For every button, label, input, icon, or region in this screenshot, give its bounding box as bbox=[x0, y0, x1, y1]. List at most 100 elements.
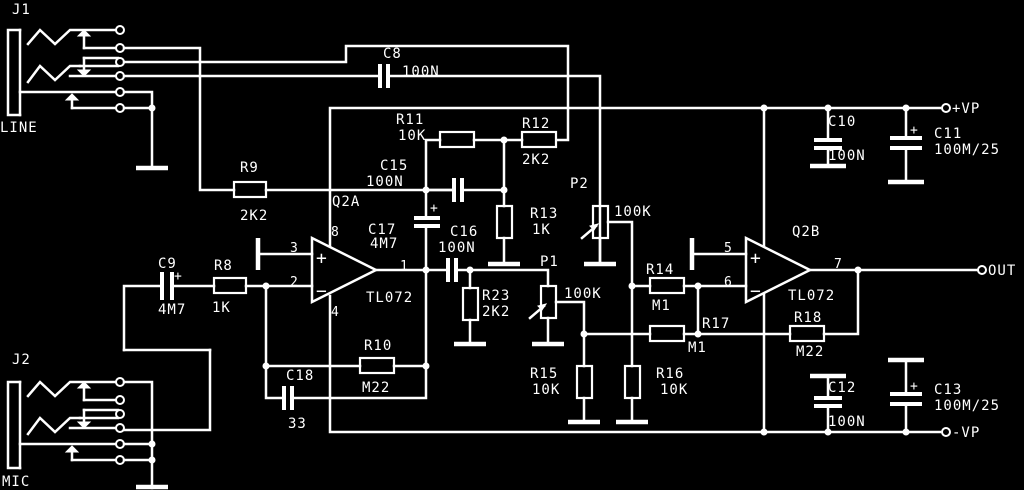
capacitor-c18: C18 33 bbox=[264, 364, 428, 432]
value-c9: 4M7 bbox=[158, 302, 186, 318]
resistor-r12: R12 2K2 bbox=[520, 116, 558, 168]
value-r17: M1 bbox=[688, 340, 707, 356]
pin-q2b-6: 6 bbox=[724, 275, 733, 290]
value-p2: 100K bbox=[614, 204, 652, 220]
label-vp-neg: -VP bbox=[952, 425, 980, 441]
svg-text:+: + bbox=[910, 123, 919, 138]
label-out: OUT bbox=[988, 263, 1016, 279]
ref-q2b: Q2B bbox=[792, 224, 820, 240]
value-r16: 10K bbox=[660, 382, 688, 398]
pin-q2a-4: 4 bbox=[331, 305, 340, 320]
part-q2a: TL072 bbox=[366, 290, 413, 306]
ref-r18: R18 bbox=[794, 310, 822, 326]
ref-r10: R10 bbox=[364, 338, 392, 354]
value-r18: M22 bbox=[796, 344, 824, 360]
pin-q2b-7: 7 bbox=[834, 257, 843, 272]
opamp-q2a: + − Q2A TL072 3 2 1 8 4 bbox=[290, 194, 413, 320]
label-vp-pos: +VP bbox=[952, 101, 980, 117]
ref-c18: C18 bbox=[286, 368, 314, 384]
svg-text:+: + bbox=[316, 248, 328, 269]
resistor-r8: R8 1K bbox=[212, 258, 270, 316]
value-c10: 100N bbox=[828, 148, 866, 164]
label-mic: MIC bbox=[2, 474, 30, 490]
resistor-r9: R9 2K2 bbox=[232, 160, 454, 224]
opamp-q2b: + − Q2B TL072 5 6 7 bbox=[724, 224, 843, 305]
svg-text:−: − bbox=[316, 281, 328, 302]
ref-c8: C8 bbox=[383, 46, 402, 62]
jack-j2: J2 MIC bbox=[2, 352, 125, 490]
value-c13: 100M/25 bbox=[934, 398, 1000, 414]
resistor-r23: R23 2K2 bbox=[454, 268, 510, 347]
resistor-r13: R13 1K bbox=[488, 204, 558, 267]
potentiometer-p1: P1 100K bbox=[528, 254, 602, 347]
jack-j1: J1 LINE bbox=[0, 2, 125, 136]
resistor-r11: R11 10K bbox=[396, 112, 524, 192]
part-q2b: TL072 bbox=[788, 288, 835, 304]
label-j2: J2 bbox=[12, 352, 31, 368]
ref-r9: R9 bbox=[240, 160, 259, 176]
value-c15: 100N bbox=[366, 174, 404, 190]
value-r14: M1 bbox=[652, 298, 671, 314]
resistor-r18: R18 M22 bbox=[696, 268, 860, 360]
resistor-r17: R17 M1 bbox=[582, 284, 730, 356]
ref-r17: R17 bbox=[702, 316, 730, 332]
capacitor-c10: C10 100N bbox=[810, 104, 866, 169]
ref-c9: C9 bbox=[158, 256, 177, 272]
capacitor-c11: + C11 100M/25 bbox=[888, 104, 1000, 185]
capacitor-c17: + C17 4M7 bbox=[368, 188, 440, 272]
capacitor-c16: C16 100N bbox=[438, 224, 550, 288]
value-r13: 1K bbox=[532, 222, 551, 238]
svg-text:+: + bbox=[750, 248, 762, 269]
ref-q2a: Q2A bbox=[332, 194, 360, 210]
value-r8: 1K bbox=[212, 300, 231, 316]
capacitor-c8: C8 100N bbox=[122, 46, 602, 264]
pin-q2a-1: 1 bbox=[400, 259, 409, 274]
ref-c16: C16 bbox=[450, 224, 478, 240]
resistor-r10: R10 M22 bbox=[358, 268, 430, 396]
ref-r15: R15 bbox=[530, 366, 558, 382]
value-c18: 33 bbox=[288, 416, 307, 432]
ref-p2: P2 bbox=[570, 176, 589, 192]
value-c8: 100N bbox=[402, 64, 440, 80]
ref-c13: C13 bbox=[934, 382, 962, 398]
ref-c17: C17 bbox=[368, 222, 396, 238]
ref-p1: P1 bbox=[540, 254, 559, 270]
ref-r23: R23 bbox=[482, 288, 510, 304]
ref-r12: R12 bbox=[522, 116, 550, 132]
ref-c11: C11 bbox=[934, 126, 962, 142]
ref-r8: R8 bbox=[214, 258, 233, 274]
value-r15: 10K bbox=[532, 382, 560, 398]
ref-c15: C15 bbox=[380, 158, 408, 174]
value-c11: 100M/25 bbox=[934, 142, 1000, 158]
label-j1: J1 bbox=[12, 2, 31, 18]
resistor-r15: R15 10K bbox=[530, 332, 600, 425]
ref-r16: R16 bbox=[656, 366, 684, 382]
potentiometer-p2: P2 100K bbox=[570, 176, 652, 288]
value-r11: 10K bbox=[398, 128, 426, 144]
pin-q2a-3: 3 bbox=[290, 241, 299, 256]
capacitor-c13: + C13 100M/25 bbox=[888, 357, 1000, 436]
value-r23: 2K2 bbox=[482, 304, 510, 320]
svg-text:+: + bbox=[910, 379, 919, 394]
pin-q2a-8: 8 bbox=[331, 225, 340, 240]
value-r10: M22 bbox=[362, 380, 390, 396]
ref-c12: C12 bbox=[828, 380, 856, 396]
resistor-r16: R16 10K bbox=[616, 284, 688, 425]
capacitor-c9: + C9 4M7 bbox=[122, 256, 216, 352]
svg-text:+: + bbox=[174, 269, 183, 284]
value-c12: 100N bbox=[828, 414, 866, 430]
value-p1: 100K bbox=[564, 286, 602, 302]
output-terminal bbox=[977, 265, 987, 275]
ref-r11: R11 bbox=[396, 112, 424, 128]
ref-r13: R13 bbox=[530, 206, 558, 222]
ref-c10: C10 bbox=[828, 114, 856, 130]
ref-r14: R14 bbox=[646, 262, 674, 278]
resistor-r14: R14 M1 bbox=[630, 262, 748, 314]
value-c17: 4M7 bbox=[370, 236, 398, 252]
capacitor-c15: C15 100N bbox=[366, 158, 508, 202]
svg-text:−: − bbox=[750, 281, 762, 302]
label-line: LINE bbox=[0, 120, 38, 136]
capacitor-c12: C12 100N bbox=[810, 373, 866, 436]
pin-q2b-5: 5 bbox=[724, 241, 733, 256]
